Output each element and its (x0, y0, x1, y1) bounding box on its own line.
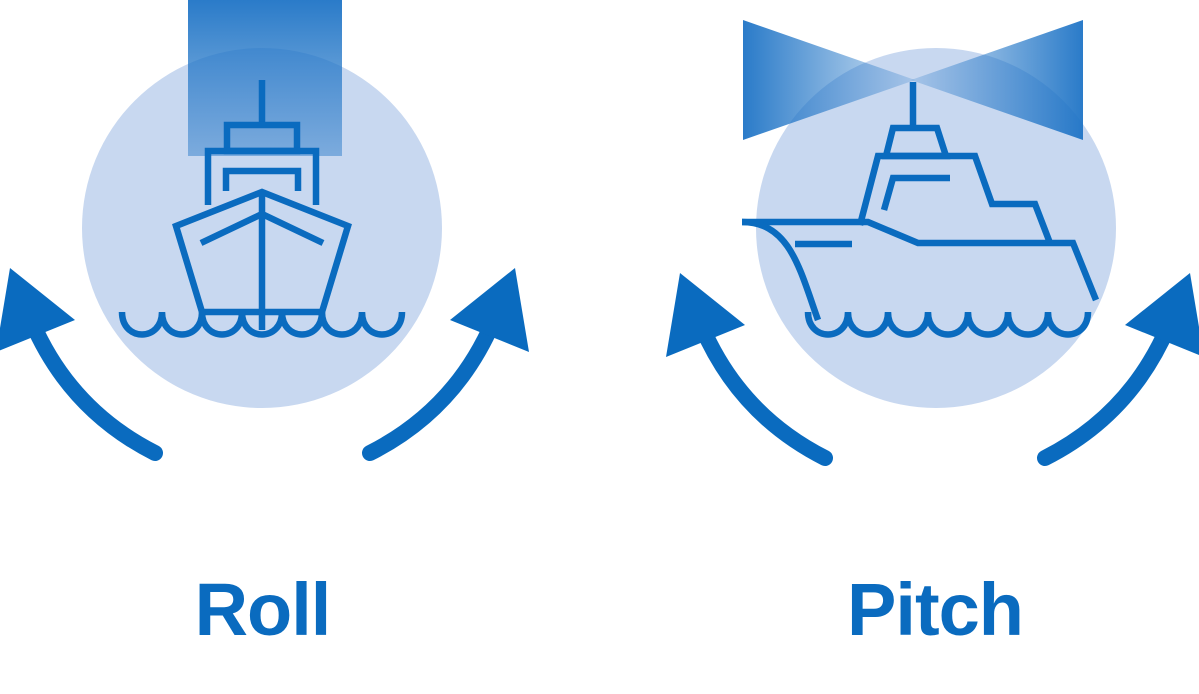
ship-side-view-icon (741, 82, 1100, 338)
curved-arrow-left-icon (0, 268, 163, 461)
roll-panel (0, 0, 529, 461)
pitch-label: Pitch (847, 568, 1024, 651)
roll-label: Roll (194, 568, 332, 651)
curved-arrow-left-icon (666, 273, 833, 466)
horizontal-sonar-beam (743, 20, 1083, 140)
pitch-panel (666, 20, 1199, 466)
curved-arrow-right-icon (1037, 273, 1199, 466)
vertical-sonar-beam (188, 0, 342, 156)
curved-arrow-right-icon (362, 268, 529, 461)
ship-front-view-icon (118, 80, 406, 338)
